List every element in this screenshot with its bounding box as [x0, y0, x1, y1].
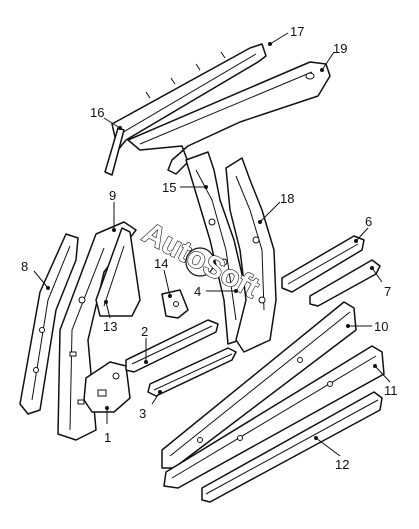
part-2-rocker-reinforcement — [125, 319, 219, 373]
leader-lines — [33, 32, 391, 457]
leader-16 — [103, 117, 121, 129]
callout-9: 9 — [109, 188, 116, 203]
leader-7 — [371, 267, 383, 283]
leader-14 — [163, 269, 171, 297]
callout-2: 2 — [141, 324, 148, 339]
callout-4: 4 — [194, 284, 201, 299]
callout-3: 3 — [139, 406, 146, 421]
callout-19: 19 — [333, 41, 347, 56]
part-12-lower-sill — [201, 391, 383, 503]
part-14-small-bracket — [161, 289, 189, 319]
part-8-a-pillar — [19, 233, 79, 415]
callout-6: 6 — [365, 214, 372, 229]
part-6-rear-panel — [281, 235, 365, 293]
callout-18: 18 — [280, 191, 294, 206]
callout-8: 8 — [21, 259, 28, 274]
leader-3 — [151, 391, 161, 405]
callout-10: 10 — [374, 319, 388, 334]
callout-7: 7 — [384, 284, 391, 299]
part-19-inner-rail — [127, 61, 331, 175]
part-16-drip-strip — [104, 127, 125, 176]
part-18-b-pillar-outer — [225, 157, 277, 353]
watermark-ring — [185, 247, 215, 277]
leader-17 — [269, 32, 289, 45]
callout-17: 17 — [290, 24, 304, 39]
callout-12: 12 — [335, 457, 349, 472]
leader-8 — [33, 270, 49, 289]
leader-12 — [315, 437, 341, 457]
part-3-sill-strip — [147, 347, 237, 397]
part-1-bracket — [83, 361, 131, 413]
part-10-inner-rocker — [161, 301, 357, 469]
leader-13 — [105, 301, 111, 319]
callout-labels: 1 2 3 4 6 7 8 9 10 11 12 13 14 15 16 17 … — [21, 24, 398, 472]
leader-18 — [259, 201, 281, 223]
callout-15: 15 — [162, 180, 176, 195]
callout-13: 13 — [103, 319, 117, 334]
part-11-outer-rocker — [163, 345, 385, 489]
part-13-gusset — [95, 227, 141, 317]
leader-19 — [321, 51, 335, 71]
callout-14: 14 — [154, 256, 168, 271]
leader-11 — [374, 365, 391, 383]
callout-1: 1 — [104, 430, 111, 445]
leader-6 — [355, 227, 369, 242]
callout-16: 16 — [90, 105, 104, 120]
callout-11: 11 — [384, 383, 398, 398]
